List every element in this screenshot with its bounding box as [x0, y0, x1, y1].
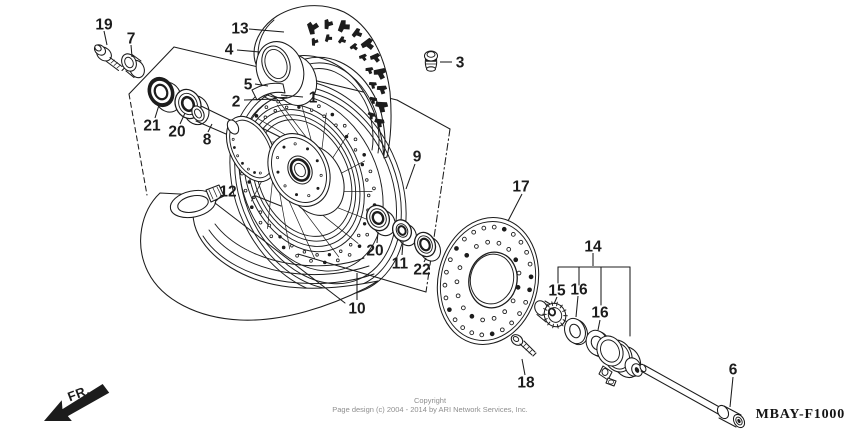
callout-leader-15 — [553, 296, 558, 305]
copyright-line-2: Page design (c) 2004 - 2014 by ARI Netwo… — [332, 405, 528, 415]
callout-label-2: 2 — [232, 94, 241, 111]
callout-label-10: 10 — [348, 301, 365, 318]
callout-leader-20 — [179, 112, 186, 125]
brake-disc-illustration — [436, 217, 540, 345]
callout-leader-1 — [280, 94, 304, 98]
copyright-text: Copyright Page design (c) 2004 - 2014 by… — [280, 396, 580, 415]
callout-leader-9 — [405, 163, 416, 190]
callout-leader-20 — [376, 231, 379, 244]
callout-leader-7 — [130, 44, 133, 58]
arrow-icon — [44, 384, 110, 422]
callout-leader-19 — [103, 30, 108, 46]
callout-label-18: 18 — [517, 375, 535, 392]
callout-leader-5 — [254, 83, 269, 87]
distance-collar-illustration — [191, 105, 240, 135]
callout-leader-8 — [207, 123, 213, 133]
callout-label-6: 6 — [729, 362, 738, 379]
callout-leader-4 — [236, 49, 261, 53]
callout-label-13: 13 — [231, 21, 249, 38]
callout-label-3: 3 — [456, 55, 465, 72]
callout-leader-22 — [423, 257, 427, 263]
speedometer-gearbox-illustration — [596, 335, 643, 387]
callout-leader-17 — [507, 193, 523, 222]
callout-label-7: 7 — [127, 31, 136, 48]
callout-label-21: 21 — [143, 118, 161, 135]
disc-bolt-illustration — [510, 334, 537, 357]
bearing-retainer-seal-group — [365, 204, 442, 262]
callout-leader-11 — [401, 241, 404, 256]
tire-valve-illustration — [423, 50, 439, 72]
copyright-line-1: Copyright — [413, 396, 447, 405]
callout-leader-16 — [575, 295, 579, 318]
callout-label-8: 8 — [203, 132, 212, 149]
front-direction-arrow: FR. — [44, 382, 110, 422]
callout-label-20: 20 — [366, 243, 383, 260]
callout-label-4: 4 — [225, 42, 234, 59]
callout-label-20: 20 — [168, 124, 185, 141]
callout-label-5: 5 — [244, 77, 253, 94]
callout-leader-18 — [521, 358, 526, 376]
diagram-code: MBAY-F1000 — [755, 407, 845, 422]
wheel-hub-illustration — [225, 115, 345, 216]
callout-label-14: 14 — [584, 239, 602, 256]
axle-bolt-illustration — [93, 44, 126, 72]
callout-label-16: 16 — [591, 305, 609, 322]
callout-leader-16 — [597, 319, 601, 331]
callout-label-15: 15 — [548, 283, 566, 300]
callout-label-17: 17 — [512, 179, 529, 196]
group-14-bracket — [557, 266, 631, 337]
callout-leader-2 — [243, 98, 278, 101]
side-collar-illustration — [121, 53, 145, 79]
callout-leader-13 — [248, 28, 285, 33]
parts-group-outline-box — [128, 46, 451, 293]
callout-label-1: 1 — [309, 90, 318, 107]
callout-label-19: 19 — [95, 17, 113, 34]
callout-label-11: 11 — [392, 256, 409, 273]
front-axle-illustration — [639, 363, 746, 429]
callout-label-22: 22 — [413, 262, 430, 279]
callout-label-16: 16 — [570, 282, 588, 299]
callout-leader-21 — [154, 104, 160, 119]
callout-leader-6 — [729, 376, 734, 408]
callout-leader-12 — [215, 195, 222, 202]
dust-seal-illustration — [147, 76, 183, 113]
speedometer-gear-illustration — [534, 300, 568, 329]
callout-label-12: 12 — [219, 184, 236, 201]
callout-label-9: 9 — [413, 149, 422, 166]
